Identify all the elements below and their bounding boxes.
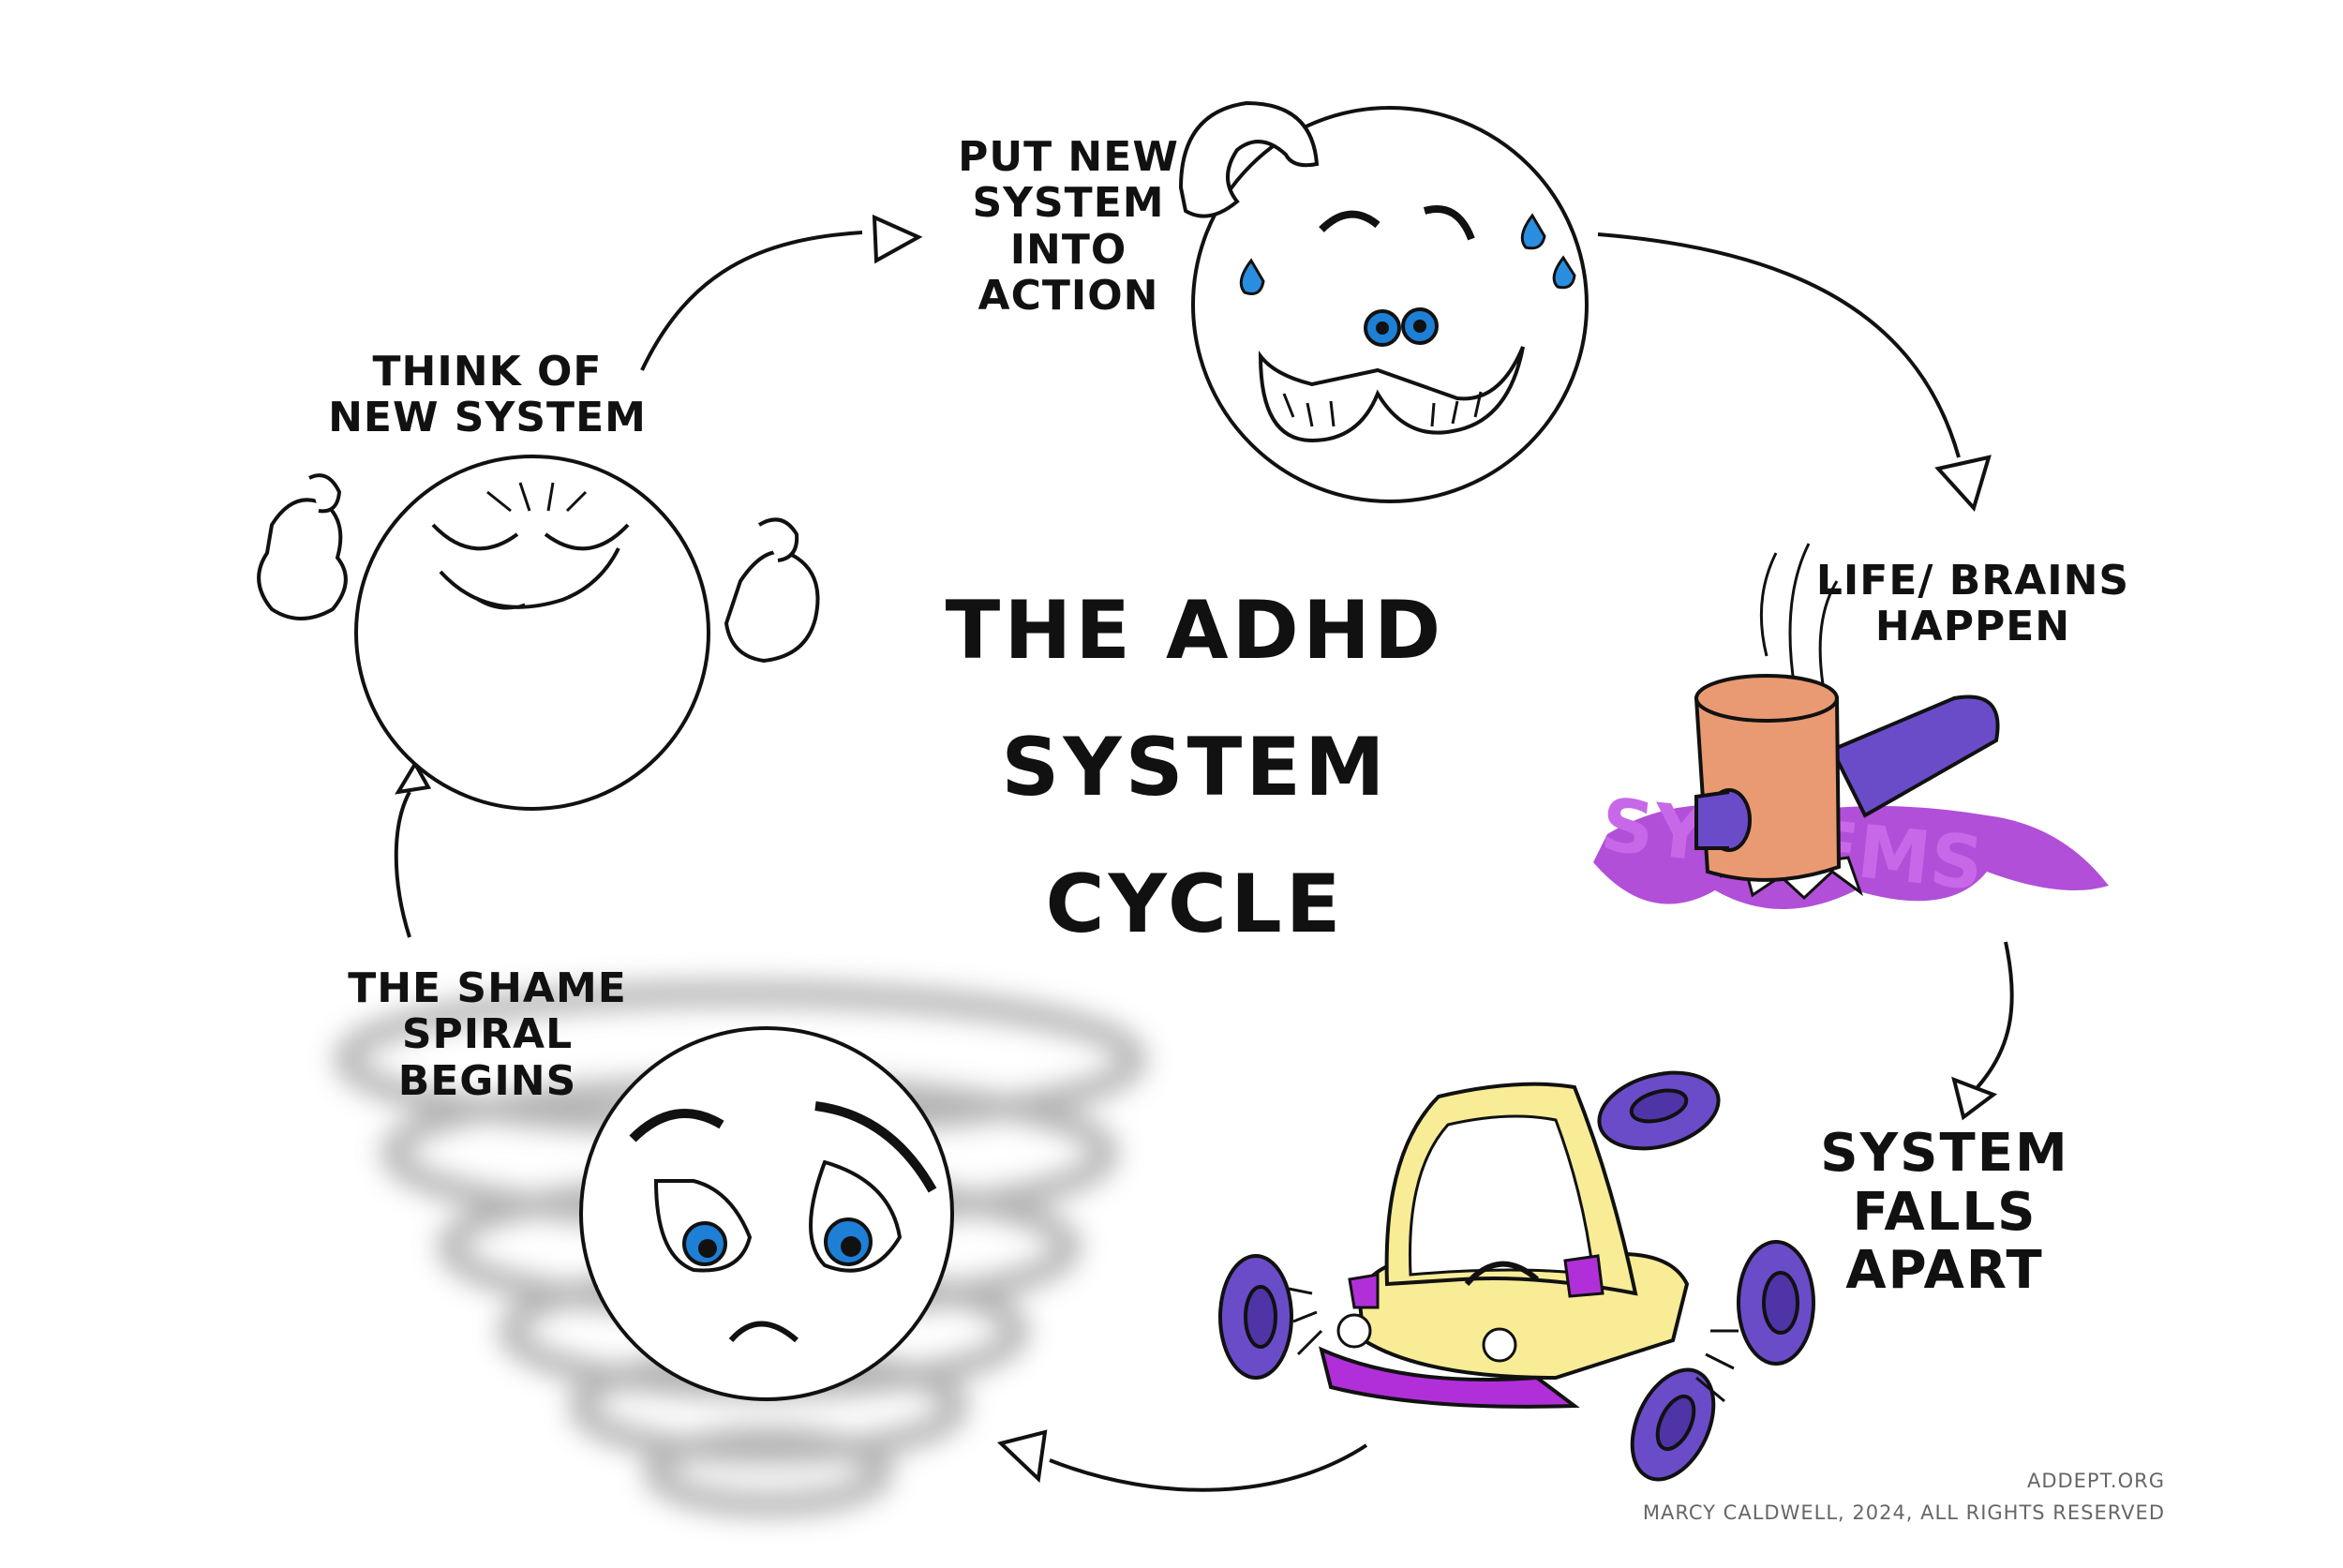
- stage-label-shame: THE SHAME SPIRAL BEGINS: [314, 965, 661, 1104]
- think-chin: [477, 598, 526, 610]
- think-brow-wrinkles: [486, 482, 588, 513]
- credit-copyright: MARCY CALDWELL, 2024, ALL RIGHTS RESERVE…: [1642, 1501, 2165, 1524]
- action-brow-right: [1423, 205, 1475, 241]
- action-tear-right-1: [1520, 213, 1546, 250]
- action-label-line: INTO: [1009, 225, 1127, 274]
- car-motion-lines: [1288, 1287, 1739, 1403]
- think-smile: [439, 547, 620, 609]
- action-brow-left: [1319, 210, 1380, 232]
- hammer-handle: [1829, 694, 2000, 818]
- action-hand: [1178, 100, 1320, 218]
- arrowhead-to-action: [872, 214, 923, 264]
- think-hand-left: [257, 473, 348, 620]
- action-label-line: SYSTEM: [972, 179, 1165, 228]
- title-line: SYSTEM: [1001, 721, 1389, 815]
- arrowhead-to-shame: [996, 1429, 1048, 1484]
- headlight-left: [1336, 1313, 1372, 1349]
- stage-label-life: LIFE/ BRAINS HAPPEN: [1804, 558, 2142, 650]
- life-label-line: HAPPEN: [1874, 603, 2071, 651]
- falls-label-line: FALLS: [1852, 1181, 2037, 1243]
- wheel-right: [1737, 1240, 1815, 1366]
- broken-car-illustration: [1218, 1070, 1815, 1482]
- arrowhead-to-falls: [1951, 1076, 1998, 1121]
- steering-wheel: [1464, 1261, 1539, 1287]
- action-label-line: PUT NEW: [958, 133, 1179, 181]
- car-side-bump-left: [1348, 1273, 1380, 1309]
- arrow-shame-to-think: [394, 791, 411, 938]
- shame-brow-left: [629, 1109, 724, 1142]
- action-tear-left: [1239, 258, 1265, 295]
- car-side-bump-right: [1563, 1254, 1604, 1298]
- arrowhead-to-think: [395, 760, 432, 795]
- stage-label-falls: SYSTEM FALLS APART: [1804, 1123, 2085, 1302]
- car-bumper: [1319, 1346, 1580, 1409]
- arrow-falls-to-shame: [1049, 1443, 1368, 1492]
- shame-label-line: SPIRAL: [401, 1010, 574, 1059]
- think-eye-right: [544, 523, 630, 551]
- shame-face: [579, 1026, 954, 1401]
- think-label-line: THINK OF: [372, 348, 603, 396]
- shame-brow-right: [814, 1101, 937, 1193]
- think-eye-left: [431, 523, 519, 551]
- action-grin: [1258, 346, 1525, 443]
- arrow-action-to-life: [1597, 232, 1961, 458]
- title-line: THE ADHD: [945, 584, 1445, 678]
- shame-frown: [728, 1321, 798, 1343]
- diagram-title: THE ADHD SYSTEM CYCLE: [867, 562, 1523, 974]
- title-line: CYCLE: [1045, 858, 1345, 952]
- action-tear-right-2: [1552, 255, 1576, 290]
- arrow-think-to-action: [640, 231, 863, 371]
- shame-label-line: BEGINS: [397, 1056, 577, 1105]
- car-window: [1409, 1114, 1595, 1277]
- wheel-top: [1597, 1070, 1721, 1151]
- stage-label-action: PUT NEW SYSTEM INTO ACTION: [928, 134, 1209, 319]
- stage-label-think: THINK OF NEW SYSTEM: [300, 349, 675, 441]
- falls-label-line: APART: [1845, 1240, 2044, 1302]
- hammer-top: [1694, 674, 1839, 723]
- action-teeth: [1282, 391, 1483, 427]
- think-face-circle: [354, 455, 710, 811]
- action-label-line: ACTION: [977, 271, 1159, 320]
- wheel-bottom: [1630, 1367, 1716, 1482]
- action-face-circle: [1191, 106, 1589, 503]
- life-label-line: LIFE/ BRAINS: [1815, 557, 2130, 605]
- falls-label-line: SYSTEM: [1820, 1123, 2069, 1184]
- think-face: [257, 455, 820, 811]
- motion-lines: [1759, 543, 1839, 690]
- arrowhead-to-life: [1934, 455, 1992, 512]
- credit-site: ADDEPT.ORG: [2026, 1470, 2165, 1492]
- think-label-line: NEW SYSTEM: [328, 394, 647, 442]
- shame-label-line: THE SHAME: [348, 964, 627, 1012]
- wheel-left: [1218, 1254, 1293, 1380]
- think-hand-right: [724, 517, 820, 664]
- arrow-life-to-falls: [1976, 941, 2014, 1089]
- cycle-arrows: [394, 214, 2014, 1492]
- action-face: [1178, 100, 1589, 503]
- headlight-right: [1482, 1327, 1517, 1363]
